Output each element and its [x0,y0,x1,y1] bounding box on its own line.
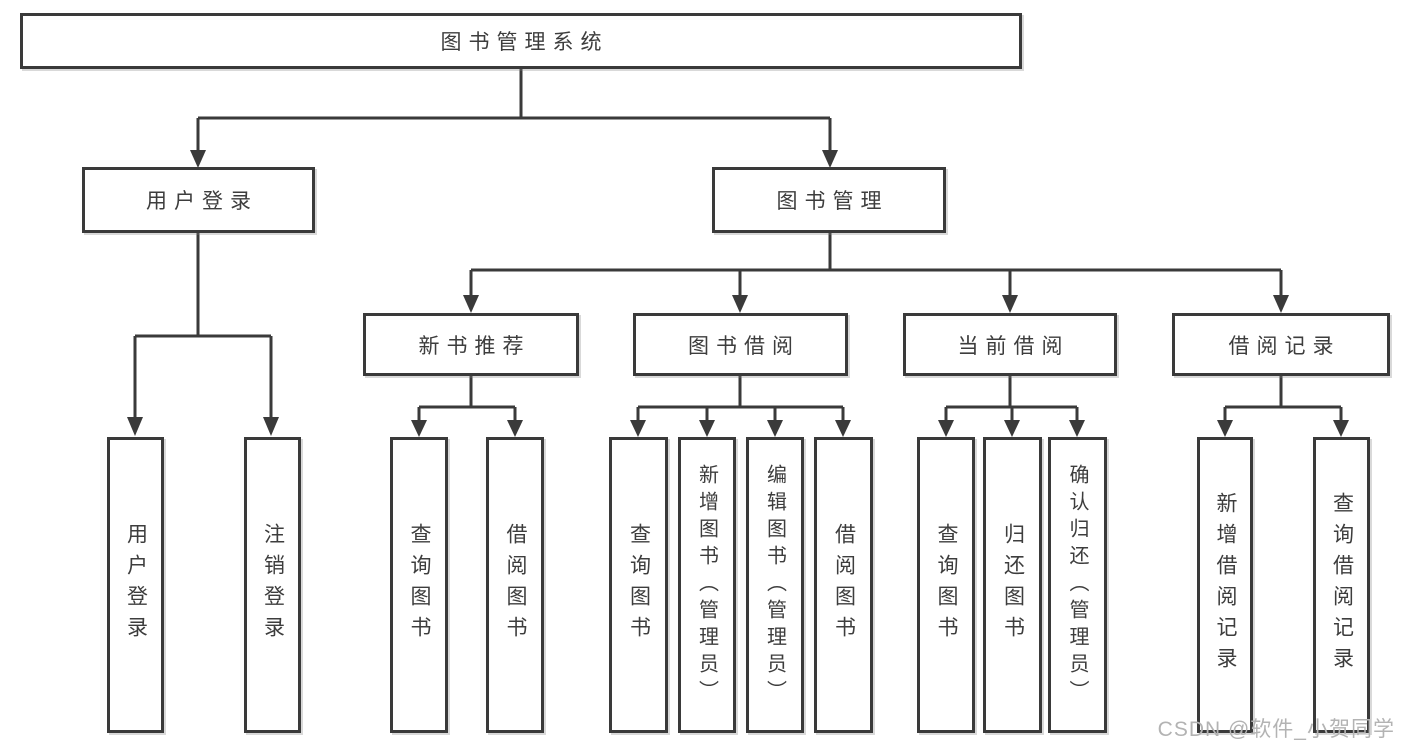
node-label: 当前借阅 [957,334,1070,358]
leaf-add-borrow-record: 新增借阅记录 [1197,437,1253,733]
leaf-user-login: 用户登录 [107,437,164,733]
csdn-watermark: CSDN @软件_小贺同学 [1157,718,1395,741]
node-label: 图书管理系统 [440,31,609,54]
leaf-search-books-borrowing: 查询图书 [609,437,668,733]
node-book-borrowing: 图书借阅 [633,313,848,376]
node-label: 用户登录 [146,190,258,213]
node-label: 编辑图书（管理员） [763,463,786,707]
connector-book-borrowing-children [630,375,851,437]
node-current-borrowing: 当前借阅 [903,313,1117,376]
node-label: 借阅图书 [832,523,856,647]
node-borrow-records: 借阅记录 [1172,313,1390,376]
node-label: 图书借阅 [688,334,800,358]
node-label: 查询借阅记录 [1330,492,1354,678]
leaf-return-books: 归还图书 [983,437,1042,733]
leaf-borrow-books-recommend: 借阅图书 [486,437,544,733]
node-label: 新书推荐 [418,334,531,358]
connector-user-login-children [127,232,279,436]
node-label: 新增图书（管理员） [695,463,718,707]
connector-current-borrowing-children [938,375,1085,437]
node-label: 注销登录 [261,523,285,647]
leaf-logout: 注销登录 [244,437,301,733]
connector-book-management-children [463,233,1289,313]
node-label: 用户登录 [124,523,148,647]
leaf-search-books-current: 查询图书 [917,437,975,733]
leaf-borrow-books-borrowing: 借阅图书 [814,437,873,733]
node-label: 查询图书 [935,523,958,647]
node-label: 归还图书 [1001,523,1025,647]
node-user-login: 用户登录 [82,167,315,233]
leaf-confirm-return-admin: 确认归还（管理员） [1048,437,1107,733]
node-label: 借阅图书 [504,523,527,647]
node-label: 图书管理 [776,190,889,213]
leaf-search-borrow-record: 查询借阅记录 [1313,437,1370,733]
node-label: 查询图书 [627,523,651,647]
leaf-edit-books-admin: 编辑图书（管理员） [746,437,804,733]
node-book-management: 图书管理 [712,167,946,233]
node-library-management-system: 图书管理系统 [20,13,1022,69]
connector-borrow-records-children [1217,375,1349,437]
node-label: 新增借阅记录 [1214,492,1237,678]
connector-root-to-level2 [190,68,838,168]
connector-new-book-recommend-children [411,375,523,437]
node-new-book-recommend: 新书推荐 [363,313,579,376]
node-label: 确认归还（管理员） [1066,463,1088,707]
leaf-search-books-recommend: 查询图书 [390,437,448,733]
node-label: 借阅记录 [1228,334,1341,358]
leaf-add-books-admin: 新增图书（管理员） [678,437,736,733]
node-label: 查询图书 [408,523,431,647]
